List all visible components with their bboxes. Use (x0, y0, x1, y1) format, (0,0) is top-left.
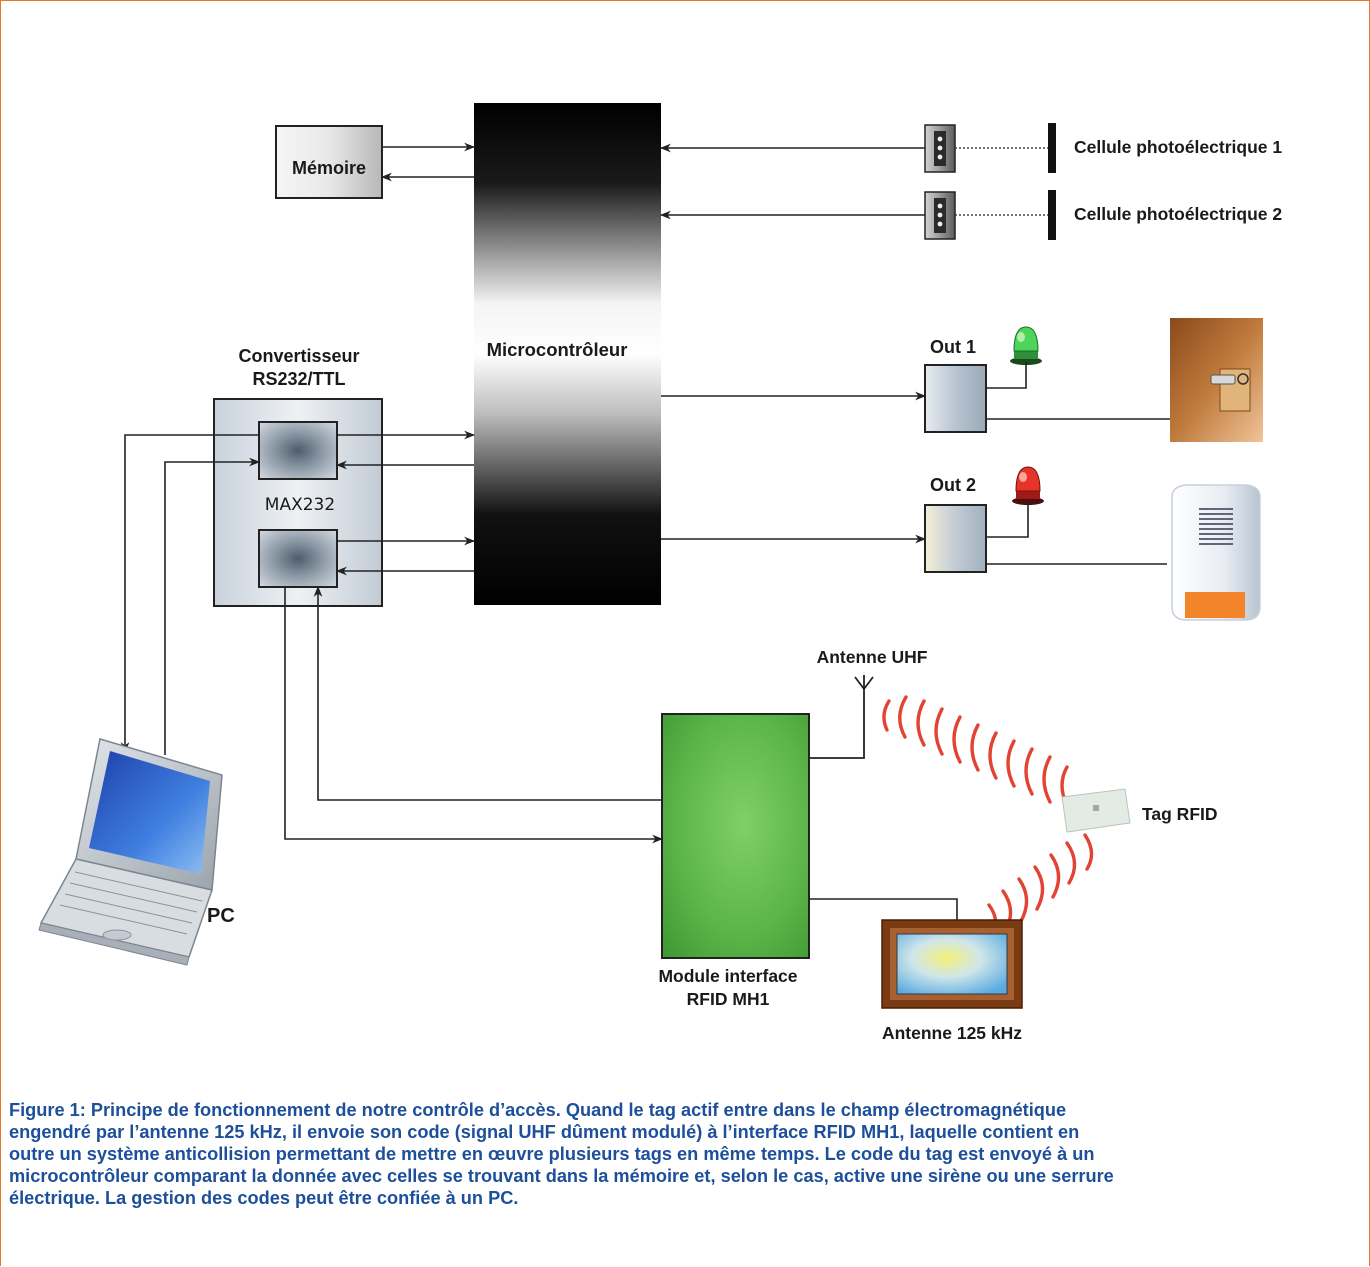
microcontroller-block (474, 103, 661, 605)
rfid-tag-label: Tag RFID (1142, 804, 1218, 824)
max232-chip-2 (258, 529, 338, 588)
rfid-module-box (661, 713, 810, 959)
caption-line-3: outre un système anticollision permettan… (9, 1144, 1095, 1164)
max232-label: MAX232 (265, 495, 335, 515)
electric-lock-image (1170, 318, 1263, 442)
out2-box (924, 504, 987, 573)
red-led (1012, 466, 1044, 505)
caption-line-1: Figure 1: Principe de fonctionnement de … (9, 1100, 1067, 1120)
uhf-waves (882, 695, 1069, 807)
module-label-line2: RFID MH1 (687, 989, 770, 1009)
out2-label: Out 2 (930, 475, 976, 495)
figure-caption: Figure 1: Principe de fonctionnement de … (9, 1099, 1359, 1209)
micro-out-links (661, 391, 927, 544)
converter-label-line1: Convertisseur (238, 346, 359, 366)
pc-links (120, 434, 261, 755)
module-label-line1: Module interface (658, 966, 797, 986)
caption-line-4: microcontrôleur comparant la donnée avec… (9, 1166, 1114, 1186)
uhf-antenna-label: Antenne UHF (817, 647, 928, 667)
pc-laptop-image (38, 738, 223, 966)
memory-links (380, 142, 476, 182)
photocell-links (659, 143, 925, 220)
photocell-1-label: Cellule photoélectrique 1 (1074, 137, 1282, 157)
pc-label: PC (207, 905, 235, 927)
caption-line-2: engendré par l’antenne 125 kHz, il envoi… (9, 1122, 1080, 1142)
memory-label: Mémoire (292, 158, 366, 178)
converter-label-line2: RS232/TTL (252, 369, 345, 389)
access-control-diagram: Mémoire Microcontrôleur Cellule photoéle… (38, 103, 1282, 1043)
green-led (1010, 326, 1042, 365)
photocell-1 (924, 123, 1056, 173)
converter-micro-links (335, 430, 476, 576)
rfid-tag-image (1061, 788, 1131, 833)
out1-label: Out 1 (930, 337, 976, 357)
antenna-125-label: Antenne 125 kHz (882, 1023, 1022, 1043)
module-antenna-link (809, 898, 958, 920)
siren-image (1171, 484, 1261, 621)
out1-box (924, 364, 987, 433)
max232-chip-1 (258, 421, 338, 480)
diagram-panel: Mémoire Microcontrôleur Cellule photoéle… (17, 17, 1352, 1082)
antenna-125khz-image (881, 919, 1023, 1009)
photocell-2 (924, 190, 1056, 240)
uhf-antenna-icon (809, 675, 874, 759)
memory-box (275, 125, 383, 199)
photocell-2-label: Cellule photoélectrique 2 (1074, 204, 1282, 224)
caption-line-5: électrique. La gestion des codes peut êt… (9, 1188, 519, 1208)
module-converter-links (284, 585, 664, 844)
microcontroller-label: Microcontrôleur (487, 339, 628, 360)
